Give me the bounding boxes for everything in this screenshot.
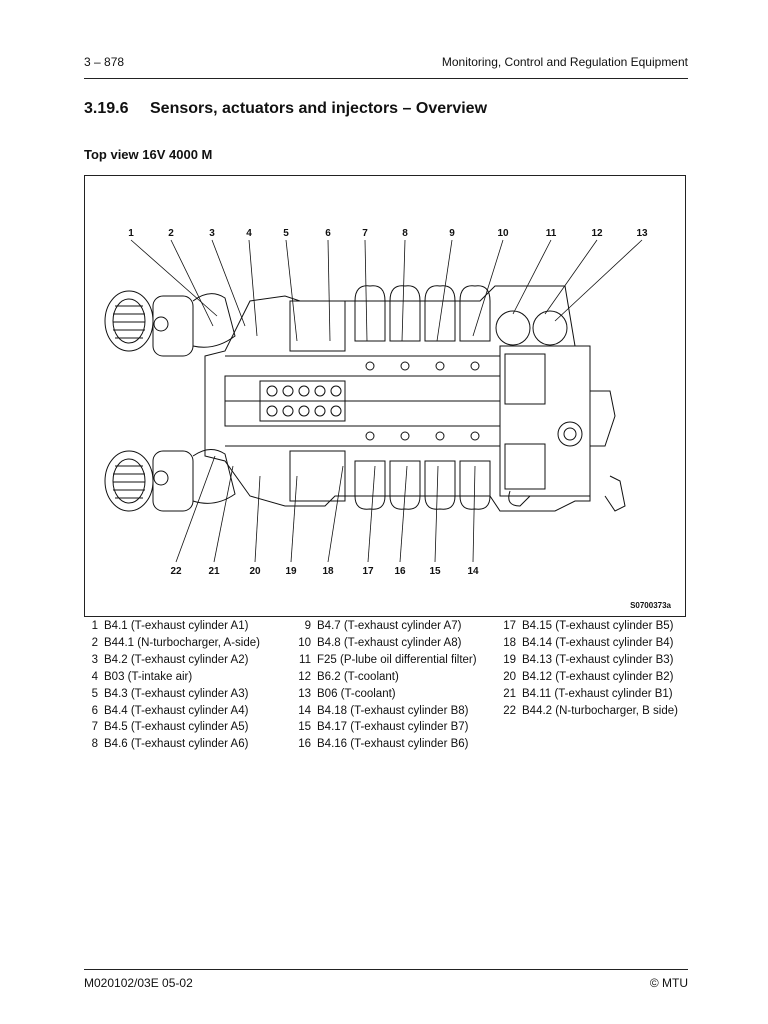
callout-leader-line (399, 465, 408, 563)
callout-leader-line (401, 239, 406, 342)
callout-number: 3 (209, 228, 215, 239)
callout-number: 8 (402, 228, 408, 239)
bottom-callouts: 22 21 20 19 18 17 16 15 14 (170, 455, 479, 577)
turbocharger-b-side-drawing (104, 449, 236, 512)
intake-box-a (289, 300, 346, 352)
callout-leader-line (248, 239, 258, 337)
callout-leader-line (554, 239, 643, 322)
callout-leader-line (170, 239, 214, 327)
callout-number: 19 (285, 566, 297, 577)
figure-subtitle: Top view 16V 4000 M (84, 147, 213, 162)
callout-number: 2 (168, 228, 174, 239)
callout-leader-line (512, 239, 552, 315)
page-header: 3 – 878 Monitoring, Control and Regulati… (84, 55, 688, 75)
callout-number: 10 (497, 228, 509, 239)
callout-leader-line (130, 239, 218, 317)
footer-rule (84, 969, 688, 970)
oil-filter-2 (532, 310, 568, 346)
callout-number: 18 (322, 566, 334, 577)
section-title-text: Sensors, actuators and injectors – Overv… (150, 100, 488, 117)
callout-leader-line (436, 239, 453, 342)
callout-leader-line (544, 239, 598, 315)
section-name: Monitoring, Control and Regulation Equip… (441, 55, 688, 69)
figure-id: S0700373a (630, 601, 671, 610)
callout-leader-line (254, 475, 261, 563)
callout-number: 14 (467, 566, 479, 577)
callout-number: 22 (170, 566, 182, 577)
callout-number: 20 (249, 566, 261, 577)
callout-number: 13 (636, 228, 648, 239)
callout-leader-line (175, 455, 216, 563)
callout-leader-line (434, 465, 439, 563)
callout-number: 17 (362, 566, 374, 577)
callout-leader-line (472, 465, 476, 563)
section-title: 3.19.6 Sensors, actuators and injectors –… (84, 100, 487, 118)
end-housing (499, 345, 591, 497)
cylinder-heads-b-side (354, 460, 491, 510)
callout-number: 21 (208, 566, 220, 577)
callout-number: 4 (246, 228, 252, 239)
callout-number: 7 (362, 228, 368, 239)
callout-leader-line (290, 475, 298, 563)
cylinder-heads-a-side (354, 285, 491, 342)
callout-leader-line (367, 465, 376, 563)
copyright: © MTU (649, 976, 688, 990)
section-number: 3.19.6 (84, 100, 129, 117)
callout-leader-line (285, 239, 298, 342)
callout-number: 12 (591, 228, 603, 239)
turbocharger-a-side-drawing (104, 290, 236, 357)
callout-leader-line (327, 239, 331, 342)
fuel-injection-block (259, 380, 346, 422)
callout-number: 6 (325, 228, 331, 239)
oil-filter-1 (495, 310, 531, 346)
page-number: 3 – 878 (84, 55, 125, 69)
callout-number: 9 (449, 228, 455, 239)
document-number: M020102/03E 05-02 (84, 976, 193, 990)
callout-leader-line (327, 465, 344, 563)
callout-leader-line (211, 239, 246, 327)
callout-number: 11 (546, 228, 557, 239)
callout-leader-line (472, 239, 504, 337)
intake-box-b (289, 450, 346, 502)
callout-leader-line (364, 239, 368, 342)
callout-number: 5 (283, 228, 289, 239)
callout-number: 15 (429, 566, 441, 577)
callout-leader-line (213, 465, 234, 563)
callout-number: 16 (394, 566, 406, 577)
callout-number: 1 (128, 228, 134, 239)
header-rule (84, 78, 688, 79)
